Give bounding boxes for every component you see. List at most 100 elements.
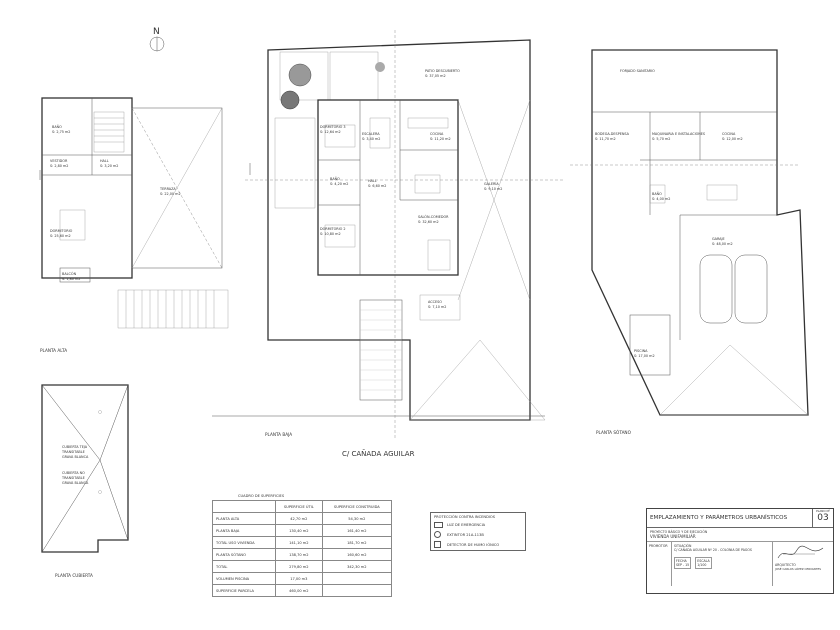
room-area: S: 11,70 m2 (595, 137, 616, 141)
areas-cell (321, 584, 393, 597)
areas-cell: TOTAL USO VIVIENDA (212, 536, 276, 549)
areas-header: SUPERFICIE CONSTRUIDA (321, 500, 393, 513)
room-name: COCINA (430, 132, 444, 136)
emergency-light-icon (434, 522, 443, 528)
plan-planta-baja: PATIO DESCUBIERTO S: 37,05 m2 DORMITORIO… (212, 30, 565, 458)
project-name: VIVIENDA UNIFAMILIAR (650, 534, 696, 539)
room-area: S: 3,40 m2 (362, 137, 380, 141)
signature (777, 545, 824, 559)
room-name: FORJADO SANITARIO (620, 69, 655, 73)
room-name: TERRAZA (159, 187, 176, 191)
smoke-detector-icon (434, 541, 441, 548)
areas-header: SUPERFICIE ÚTIL (275, 500, 323, 513)
areas-cell: 181,70 m2 (321, 536, 393, 549)
plan-number-label: PLANO Nº (816, 509, 830, 513)
room-name: ESCALERA (362, 132, 380, 136)
room-name: BAÑO (330, 176, 340, 181)
areas-cell: 138,70 m2 (275, 548, 323, 561)
areas-cell: 17,00 m3 (275, 572, 323, 585)
room-name: DORMITORIO 2 (320, 227, 346, 231)
roof-note: GRAVA BLANCA (62, 481, 89, 485)
room-name: VESTIDOR (50, 159, 68, 163)
plan-title: PLANTA ALTA (40, 348, 67, 353)
table-row: PLANTA SÓTANO 138,70 m2 160,60 m2 (212, 548, 393, 561)
table-row: PLANTA BAJA 130,40 m2 161,40 m2 (212, 524, 393, 537)
room-area: S: 25,60 m2 (50, 234, 71, 238)
room-area: S: 4,00 m2 (652, 197, 670, 201)
room-area: S: 1,80 m2 (62, 277, 80, 281)
areas-cell: PLANTA ALTA (212, 512, 276, 525)
room-area: S: 12,64 m2 (320, 130, 341, 134)
plan-planta-sotano: FORJADO SANITARIO BODEGA-DESPENSA S: 11,… (570, 49, 809, 435)
room-name: BODEGA-DESPENSA (595, 132, 630, 136)
areas-header (212, 500, 276, 513)
table-row: SUPERFICIE PARCELA 460,00 m2 (212, 584, 393, 597)
areas-cell: 54,30 m2 (321, 512, 393, 525)
areas-cell: PLANTA SÓTANO (212, 548, 276, 561)
room-name: GALERÍA (484, 181, 499, 186)
plan-number: 03 (817, 513, 829, 523)
legend-item-label: DETECTOR DE HUMO IÓNICO (447, 542, 500, 547)
sheet-title: EMPLAZAMIENTO Y PARÁMETROS URBANÍSTICOS (650, 515, 788, 521)
areas-cell: 279,80 m2 (275, 560, 323, 573)
date-value: SEP - 15 (676, 563, 690, 567)
room-name: DORMITORIO (50, 229, 73, 233)
areas-cell: SUPERFICIE PARCELA (212, 584, 276, 597)
plan-planta-cubierta: CUBIERTA TEJA TRANSITABLE GRAVA BLANCA C… (41, 384, 129, 578)
areas-cell: VOLUMEN PISCINA (212, 572, 276, 585)
room-name: HALL (368, 179, 377, 183)
date-label: FECHA (676, 559, 687, 563)
legend-item: EXTINTOR 21A-113B (434, 531, 522, 538)
room-name: BAÑO (652, 191, 662, 196)
table-row: VOLUMEN PISCINA 17,00 m3 (212, 572, 393, 585)
areas-cell (321, 572, 393, 585)
legend-item: LUZ DE EMERGENCIA (434, 522, 522, 528)
scale-label: ESCALA (697, 559, 710, 563)
legend-item-label: EXTINTOR 21A-113B (447, 532, 484, 537)
areas-table: SUPERFICIE ÚTIL SUPERFICIE CONSTRUIDA PL… (212, 500, 393, 597)
room-name: HALL (100, 159, 109, 163)
areas-cell: 160,60 m2 (321, 548, 393, 561)
roof-note: GRAVA BLANCA (62, 455, 89, 459)
areas-table-panel: CUADRO DE SUPERFICIES SUPERFICIE ÚTIL SU… (212, 494, 393, 597)
room-name: SALÓN-COMEDOR (418, 214, 449, 219)
roof-note: TRANSITABLE (61, 450, 85, 454)
room-area: S: 22,00 m2 (160, 192, 181, 196)
areas-cell: 130,40 m2 (275, 524, 323, 537)
areas-cell: 460,00 m2 (275, 584, 323, 597)
room-name: COCINA (722, 132, 736, 136)
plan-title: PLANTA BAJA (265, 432, 292, 437)
table-row: PLANTA ALTA 42,70 m2 54,30 m2 (212, 512, 393, 525)
room-area: S: 10,80 m2 (320, 232, 341, 236)
location-label: SITUACIÓN (674, 544, 692, 548)
room-name: DORMITORIO 3 (320, 125, 346, 129)
areas-cell: 141,10 m2 (275, 536, 323, 549)
areas-cell: PLANTA BAJA (212, 524, 276, 537)
room-area: S: 32,60 m2 (418, 220, 439, 224)
fire-legend: PROTECCIÓN CONTRA INCENDIOS LUZ DE EMERG… (430, 512, 526, 551)
areas-table-caption: CUADRO DE SUPERFICIES (238, 494, 285, 498)
table-row: TOTAL 279,80 m2 342,30 m2 (212, 560, 393, 573)
roof-note: TRANSITABLE (61, 476, 85, 480)
legend-item: DETECTOR DE HUMO IÓNICO (434, 541, 522, 548)
areas-cell: 342,30 m2 (321, 560, 393, 573)
room-area: S: 2,80 m2 (50, 164, 68, 168)
room-area: S: 12,00 m2 (722, 137, 743, 141)
areas-cell: TOTAL (212, 560, 276, 573)
room-area: S: 6,60 m2 (368, 184, 386, 188)
roof-note: CUBIERTA NO (62, 471, 85, 475)
scale-value: 1/100 (697, 563, 707, 567)
room-name: MAQUINARIA E INSTALACIONES (652, 132, 705, 136)
room-name: PISCINA (634, 349, 648, 353)
areas-cell: 42,70 m2 (275, 512, 323, 525)
north-arrow: N (149, 27, 165, 52)
owner-label: PROMOTOR (649, 544, 668, 548)
author-name: JOSÉ CARLOS LÓPEZ CERVANTES (775, 567, 822, 571)
table-row: TOTAL USO VIVIENDA 141,10 m2 181,70 m2 (212, 536, 393, 549)
room-area: S: 11,20 m2 (430, 137, 451, 141)
room-name: ACCESO (428, 300, 442, 304)
street-label: C/ CAÑADA AGUILAR (342, 449, 415, 458)
room-name: BAÑO (52, 124, 62, 129)
room-area: S: 2,75 m2 (52, 130, 70, 134)
author-label: ARQUITECTO (775, 563, 796, 567)
